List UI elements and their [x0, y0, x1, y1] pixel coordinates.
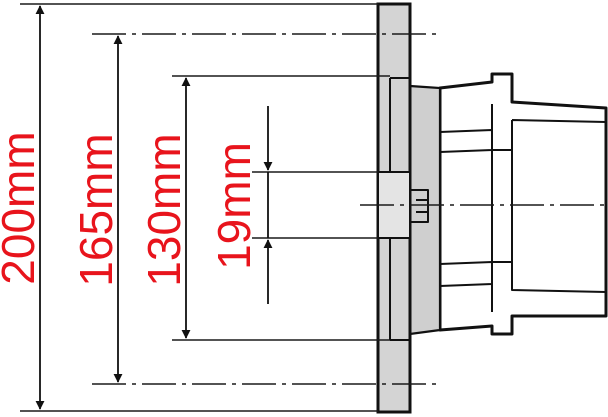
extension-lines	[20, 3, 606, 412]
housing-inner-wall	[492, 149, 512, 263]
passage-lower	[439, 261, 493, 287]
dimension-labels: 200mm 165mm 130mm 19mm	[0, 131, 260, 286]
label-165: 165mm	[70, 133, 122, 286]
label-200: 200mm	[0, 131, 44, 284]
label-19: 19mm	[208, 142, 260, 270]
housing-body	[438, 72, 608, 336]
passage-upper	[439, 129, 493, 153]
bolt-hole-detail	[410, 189, 429, 223]
part-side-view	[376, 2, 608, 414]
hub-neck	[408, 84, 442, 336]
dimension-lines	[35, 5, 273, 410]
label-130: 130mm	[138, 133, 190, 286]
